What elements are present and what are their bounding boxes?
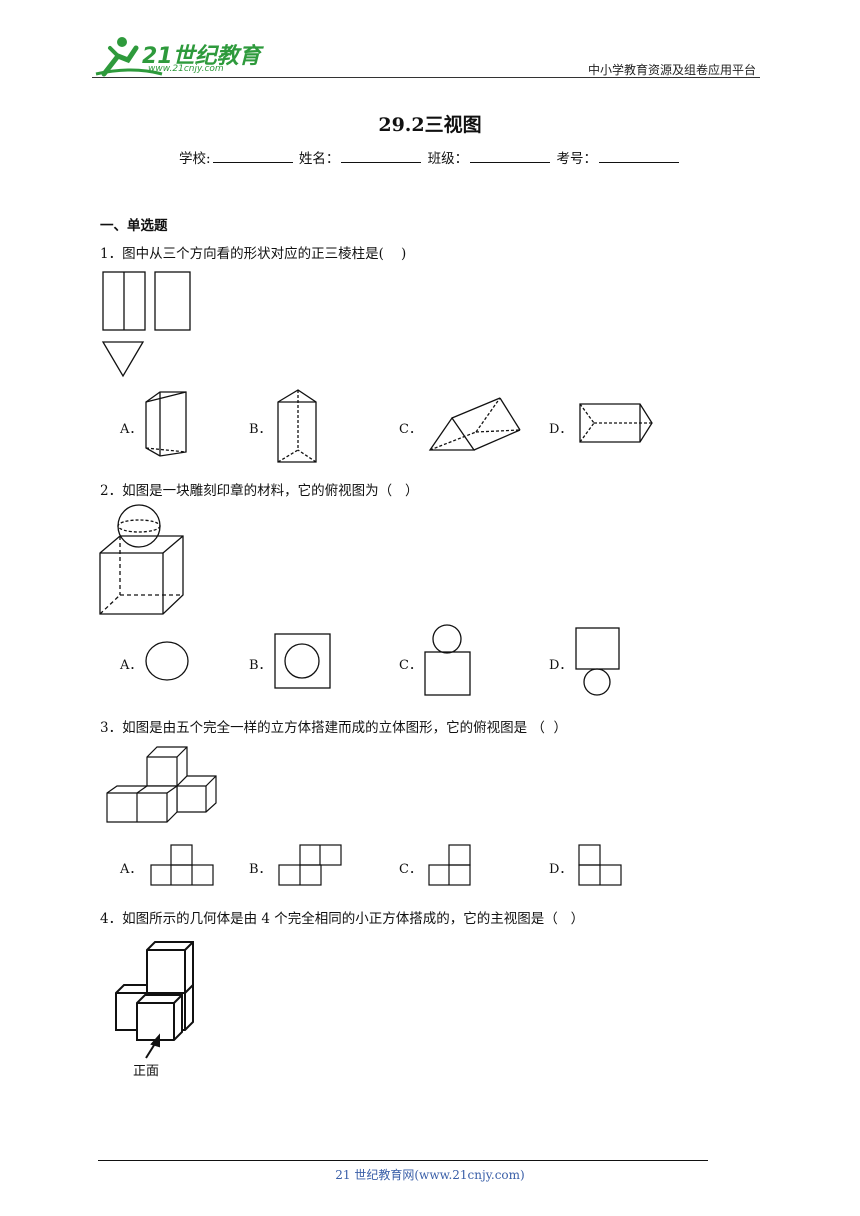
q3-option-c-label[interactable]: C． xyxy=(399,862,422,877)
logo: 21世纪教育 www.21cnjy.com xyxy=(92,34,262,78)
class-blank[interactable] xyxy=(470,148,551,163)
question-number: 1． xyxy=(100,246,123,262)
q2-option-c-label[interactable]: C． xyxy=(399,658,422,673)
q1-option-c-prism xyxy=(428,397,521,451)
question-1: 1．图中从三个方向看的形状对应的正三棱柱是( ) xyxy=(100,242,406,262)
logo-text: 21世纪教育 xyxy=(142,44,261,69)
q2-option-c-circle-on-square xyxy=(424,624,471,696)
logo-url-text: www.21cnjy.com xyxy=(148,64,224,74)
q3-option-b-grid xyxy=(278,844,342,886)
section-title: 一、单选题 xyxy=(100,218,168,234)
q4-cubes-figure xyxy=(115,941,194,1041)
question-text: 图中从三个方向看的形状对应的正三棱柱是( ) xyxy=(122,246,407,262)
q3-option-a-label[interactable]: A． xyxy=(120,862,143,877)
name-blank[interactable] xyxy=(341,148,422,163)
q1-option-a-label[interactable]: A． xyxy=(120,422,143,437)
question-4: 4．如图所示的几何体是由 4 个完全相同的小正方体搭成的，它的主视图是（ ） xyxy=(100,907,584,927)
footer-divider xyxy=(98,1160,708,1161)
header-platform-text: 中小学教育资源及组卷应用平台 xyxy=(587,63,756,77)
q1-option-d-prism xyxy=(579,403,653,443)
q2-option-d-label[interactable]: D． xyxy=(549,658,573,673)
school-label: 学校: xyxy=(179,151,211,167)
q3-option-c-grid xyxy=(428,844,471,886)
q2-option-a-circle xyxy=(145,641,189,681)
question-number: 4． xyxy=(100,911,123,927)
q1-option-d-label[interactable]: D． xyxy=(549,422,573,437)
footer-text[interactable]: 21 世纪教育网(www.21cnjy.com) xyxy=(335,1168,525,1182)
name-label: 姓名： xyxy=(298,151,340,167)
logo-runner-icon xyxy=(95,37,163,77)
question-text: 如图是一块雕刻印章的材料，它的俯视图为（ ） xyxy=(122,483,419,499)
q4-front-label: 正面 xyxy=(133,1064,160,1079)
q1-option-b-prism xyxy=(277,389,317,463)
question-number: 2． xyxy=(100,483,123,499)
header-divider xyxy=(92,77,760,78)
question-2: 2．如图是一块雕刻印章的材料，它的俯视图为（ ） xyxy=(100,479,418,499)
q3-option-a-grid xyxy=(150,844,214,886)
q2-option-b-label[interactable]: B． xyxy=(249,658,272,673)
q4-arrow-icon xyxy=(145,1033,160,1059)
q2-option-a-label[interactable]: A． xyxy=(120,658,143,673)
exam-no-label: 考号： xyxy=(556,151,597,167)
q3-cubes-figure xyxy=(106,746,217,823)
q3-option-d-grid xyxy=(578,844,622,886)
q2-option-d-square-on-circle xyxy=(575,627,620,696)
q1-option-c-label[interactable]: C． xyxy=(399,422,422,437)
q1-three-views xyxy=(101,271,191,378)
class-label: 班级： xyxy=(427,151,469,167)
exam-no-blank[interactable] xyxy=(598,148,679,163)
q1-option-a-prism xyxy=(145,391,187,457)
q1-option-b-label[interactable]: B． xyxy=(249,422,272,437)
q2-option-b-square-circle xyxy=(274,633,331,689)
q3-option-d-label[interactable]: D． xyxy=(549,862,573,877)
question-text: 如图所示的几何体是由 4 个完全相同的小正方体搭成的，它的主视图是（ ） xyxy=(122,911,585,927)
school-blank[interactable] xyxy=(212,148,293,163)
question-3: 3．如图是由五个完全一样的立方体搭建而成的立体图形，它的俯视图是 （ ） xyxy=(100,716,567,736)
question-number: 3． xyxy=(100,720,123,736)
q3-option-b-label[interactable]: B． xyxy=(249,862,272,877)
student-info-line: 学校: 姓名： 班级： 考号： xyxy=(0,147,860,167)
q2-seal-figure xyxy=(99,504,184,615)
question-text: 如图是由五个完全一样的立方体搭建而成的立体图形，它的俯视图是 （ ） xyxy=(122,720,567,736)
page-title: 29.2三视图 xyxy=(378,114,482,136)
